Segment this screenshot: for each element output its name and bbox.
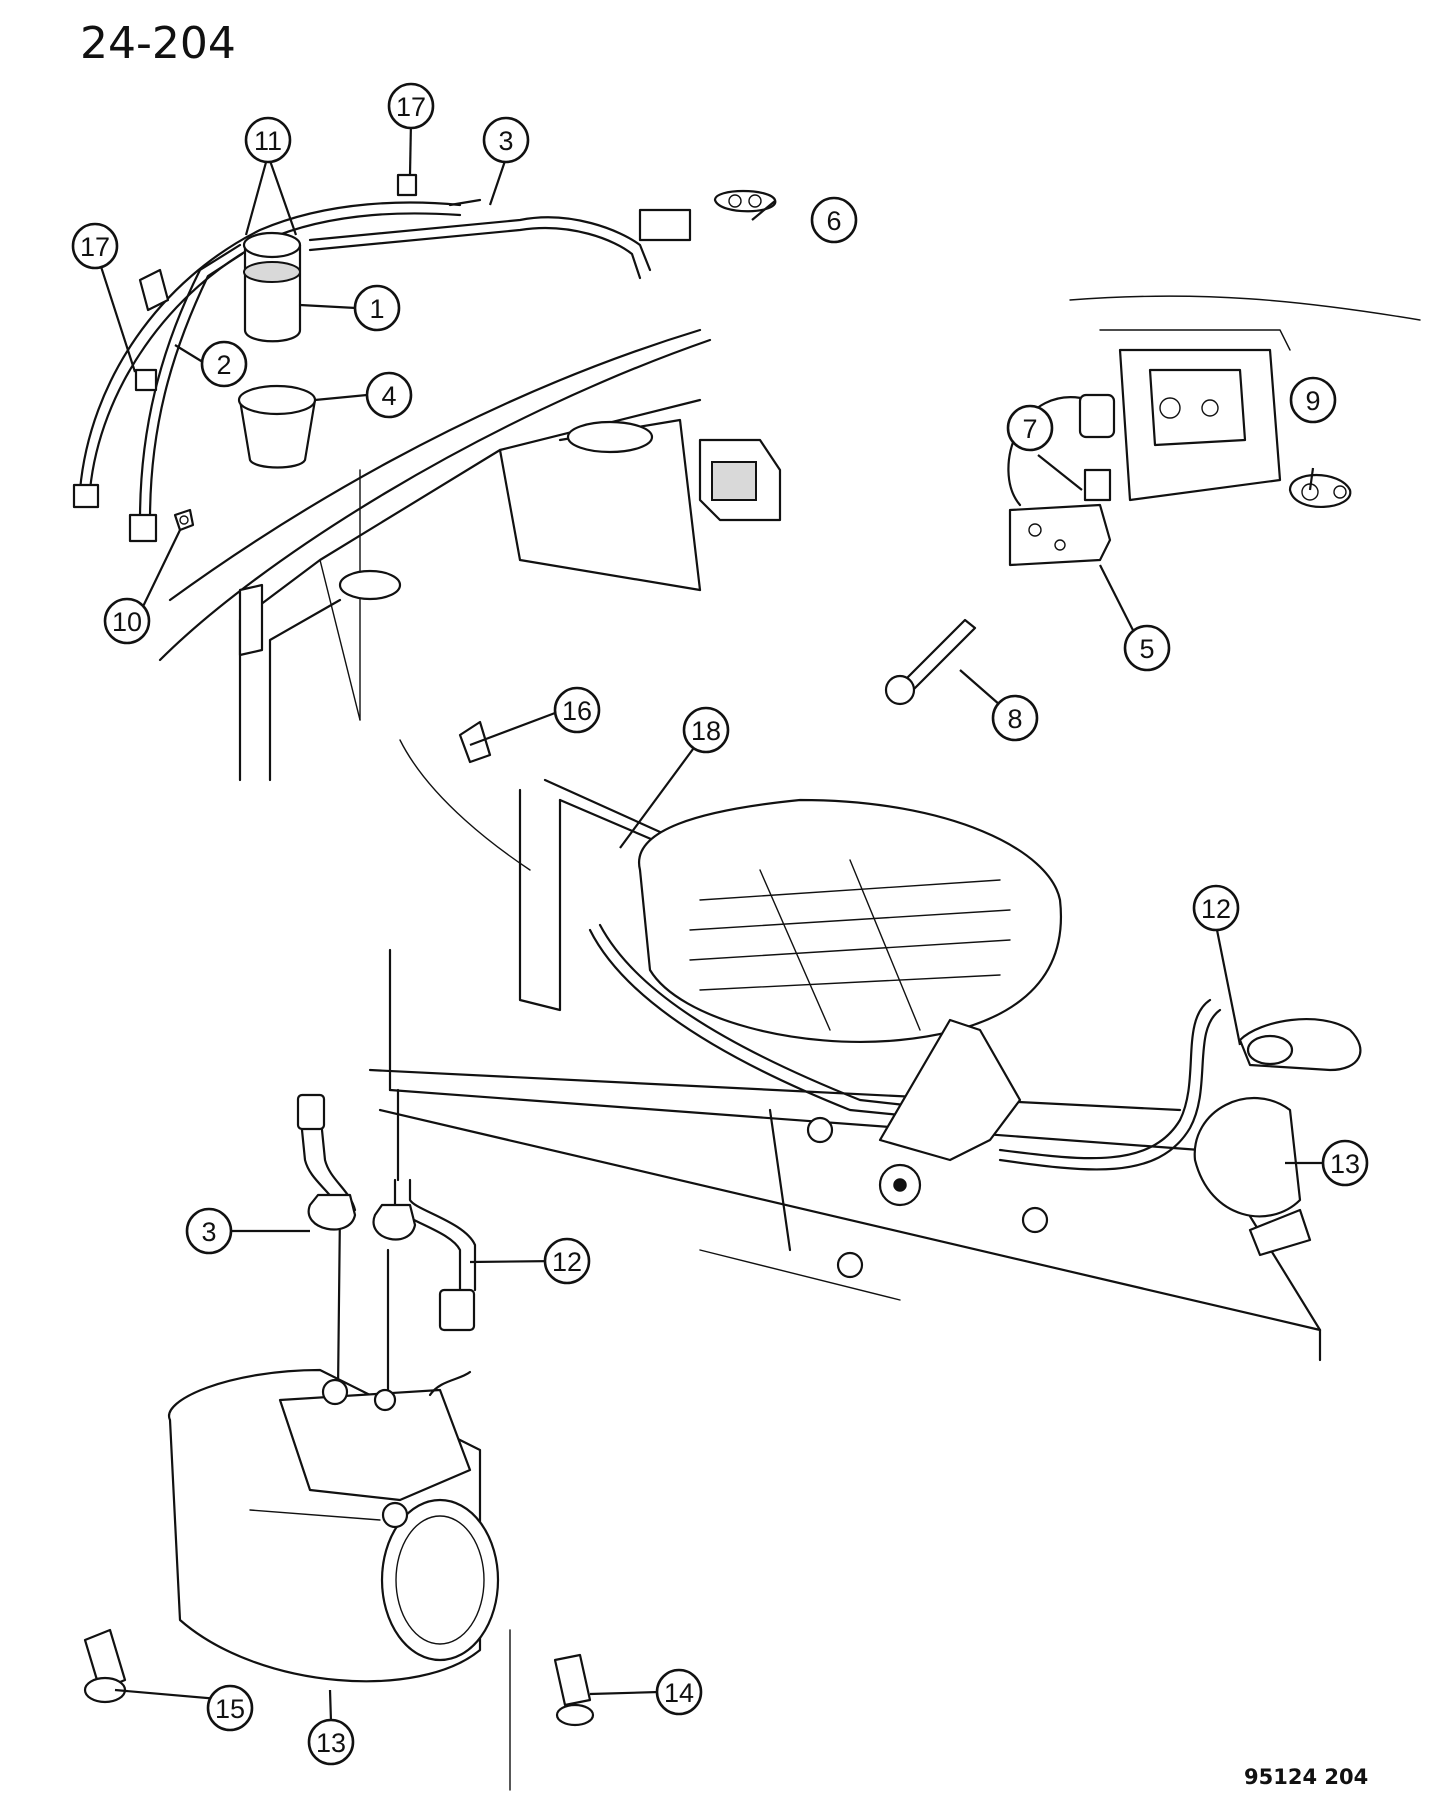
svg-text:9: 9	[1305, 386, 1320, 416]
callout-17-upper: 17	[71, 222, 119, 270]
svg-text:13: 13	[1330, 1149, 1360, 1179]
callout-12-lower: 12	[543, 1237, 591, 1285]
callout-15: 15	[206, 1684, 254, 1732]
callout-18: 18	[682, 706, 730, 754]
callout-8: 8	[991, 694, 1039, 742]
callout-2: 2	[200, 340, 248, 388]
callout-16: 16	[553, 686, 601, 734]
svg-text:3: 3	[201, 1217, 216, 1247]
svg-text:14: 14	[664, 1678, 694, 1708]
svg-text:8: 8	[1007, 704, 1022, 734]
svg-text:5: 5	[1139, 634, 1154, 664]
callout-13-right: 13	[1321, 1139, 1369, 1187]
svg-text:3: 3	[498, 126, 513, 156]
upper-left-assembly	[72, 173, 782, 782]
callout-13-lower: 13	[307, 1718, 355, 1766]
callout-17-top: 17	[387, 82, 435, 130]
svg-text:2: 2	[216, 350, 231, 380]
callout-14: 14	[655, 1668, 703, 1716]
svg-text:12: 12	[552, 1247, 582, 1277]
callout-bubbles: 17 3 11 6 17 1 2 4 10 9 7 5 8 16 18 12 1…	[71, 82, 1369, 1766]
callout-3-lower: 3	[185, 1207, 233, 1255]
callout-leaders	[93, 120, 1323, 1723]
svg-text:7: 7	[1022, 414, 1037, 444]
callout-12-right: 12	[1192, 884, 1240, 932]
svg-text:18: 18	[691, 716, 721, 746]
svg-text:1: 1	[369, 294, 384, 324]
svg-text:11: 11	[254, 126, 282, 156]
svg-text:17: 17	[396, 92, 426, 122]
callout-6: 6	[810, 196, 858, 244]
callout-11: 11	[244, 116, 292, 164]
callout-10: 10	[103, 597, 151, 645]
condenser-engine-area	[368, 720, 1362, 1362]
page-title: 24-204	[80, 18, 236, 69]
svg-text:16: 16	[562, 696, 592, 726]
svg-text:13: 13	[316, 1728, 346, 1758]
svg-text:10: 10	[112, 607, 142, 637]
callout-1: 1	[353, 284, 401, 332]
svg-text:4: 4	[381, 381, 396, 411]
svg-text:17: 17	[80, 232, 110, 262]
svg-text:12: 12	[1201, 894, 1231, 924]
drawing-code: 95124 204	[1244, 1765, 1368, 1789]
expansion-valve-detail	[884, 295, 1421, 706]
svg-text:15: 15	[215, 1694, 245, 1724]
callout-9: 9	[1289, 376, 1337, 424]
callout-4: 4	[365, 371, 413, 419]
svg-text:6: 6	[826, 206, 841, 236]
compressor-detail	[83, 1088, 595, 1791]
callout-3-upper: 3	[482, 116, 530, 164]
callout-5: 5	[1123, 624, 1171, 672]
callout-7: 7	[1006, 404, 1054, 452]
